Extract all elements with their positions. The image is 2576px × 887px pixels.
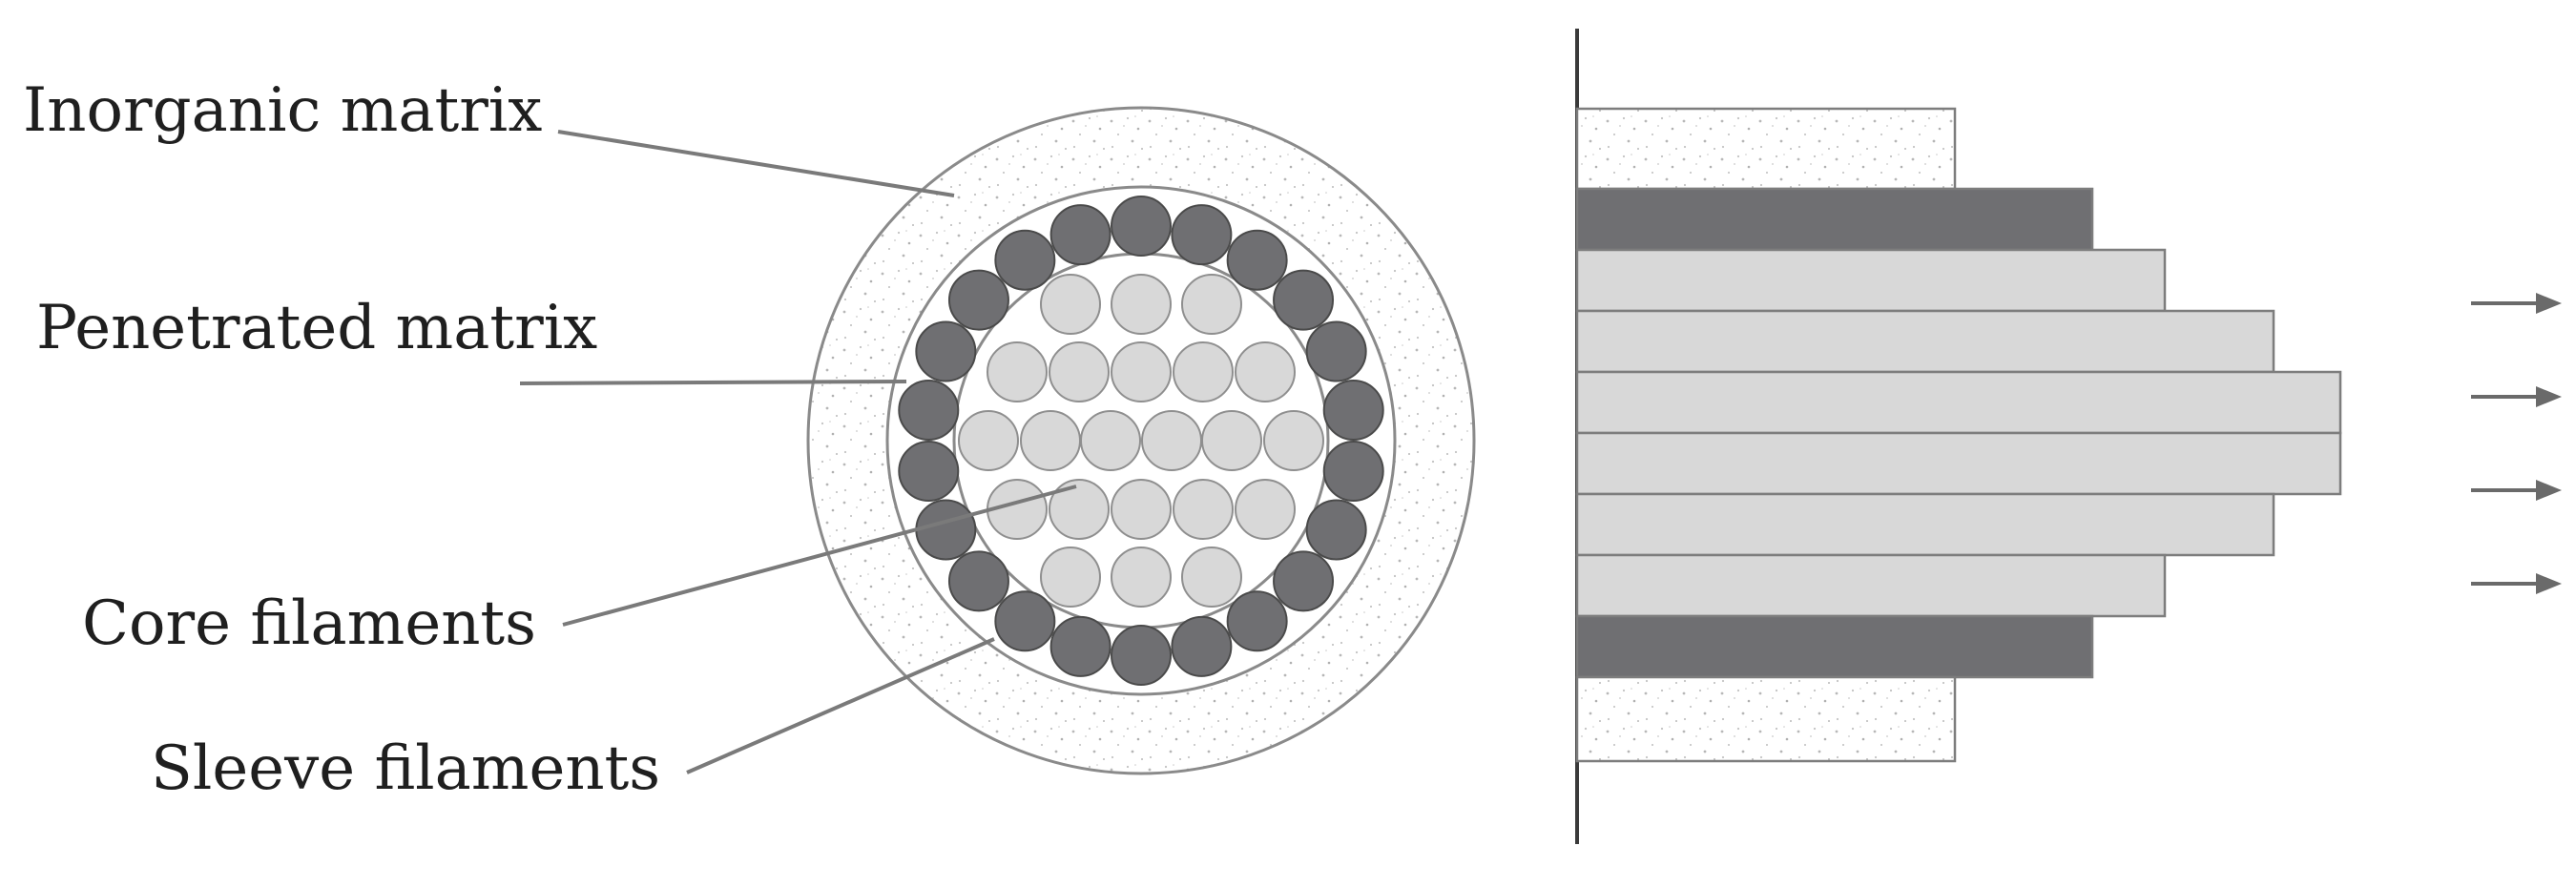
sleeve-filament — [1305, 320, 1367, 382]
sleeve-filament — [1226, 229, 1288, 291]
sleeve-filament — [1171, 615, 1233, 677]
sleeve-filament — [1273, 269, 1335, 331]
label-core-filaments: Core filaments — [82, 588, 536, 659]
core-filament — [1111, 479, 1172, 540]
leader-line-penetrated — [519, 380, 907, 385]
label-sleeve-filaments: Sleeve filaments — [151, 733, 661, 804]
leader-lines — [519, 130, 1077, 774]
core-filament-layer — [1575, 370, 2342, 435]
core-filament — [1181, 547, 1242, 608]
core-filament — [1201, 410, 1262, 471]
right-arrow-icon — [2471, 293, 2562, 314]
core-filament — [1173, 479, 1234, 540]
core-filament — [1040, 274, 1101, 335]
sleeve-filament — [1111, 625, 1172, 686]
right-arrow-icon — [2471, 480, 2562, 501]
sleeve-filament-layer — [1575, 187, 2094, 252]
core-filament — [1173, 341, 1234, 402]
sleeve-filament — [1322, 379, 1384, 441]
label-inorganic-matrix: Inorganic matrix — [23, 75, 543, 146]
core-filament — [1111, 547, 1172, 608]
longitudinal-view — [1575, 29, 2562, 844]
sleeve-filament — [1111, 196, 1172, 257]
core-filament — [1263, 410, 1324, 471]
sleeve-filament — [1049, 615, 1111, 677]
core-filaments — [958, 274, 1324, 608]
sleeve-filament — [898, 441, 960, 503]
sleeve-filament — [1171, 204, 1233, 266]
sleeve-filament — [1305, 499, 1367, 561]
sleeve-filament — [898, 379, 960, 441]
leader-line-inorganic — [557, 130, 955, 197]
core-filament-layer — [1575, 431, 2342, 496]
core-filament — [1111, 341, 1172, 402]
inorganic-matrix-layer — [1575, 107, 1957, 191]
core-filament — [1049, 479, 1110, 540]
core-filament — [1181, 274, 1242, 335]
leader-line-core — [562, 485, 1077, 627]
pull-direction-arrows — [2471, 293, 2562, 594]
core-filament — [1235, 479, 1296, 540]
core-filament — [1080, 410, 1141, 471]
sleeve-filament — [1322, 441, 1384, 503]
core-filament-layer — [1575, 553, 2167, 618]
right-arrow-icon — [2471, 573, 2562, 594]
sleeve-filaments — [898, 196, 1384, 686]
core-filament — [1141, 410, 1202, 471]
sleeve-filament — [994, 590, 1056, 652]
cross-section — [806, 106, 1476, 775]
core-filament — [1020, 410, 1081, 471]
core-filament — [1040, 547, 1101, 608]
core-filament-layer — [1575, 248, 2167, 313]
core-filament — [958, 410, 1019, 471]
sleeve-filament — [915, 499, 977, 561]
sleeve-filament — [994, 229, 1056, 291]
sleeve-filament — [947, 550, 1009, 612]
sleeve-filament — [947, 269, 1009, 331]
filament-layers — [1575, 107, 2342, 763]
core-filament — [1049, 341, 1110, 402]
inorganic-matrix-layer — [1575, 675, 1957, 763]
sleeve-filament-layer — [1575, 614, 2094, 679]
sleeve-filament — [1049, 204, 1111, 266]
sleeve-filament — [915, 320, 977, 382]
core-filament-layer — [1575, 492, 2275, 557]
sleeve-filament — [1273, 550, 1335, 612]
label-penetrated-matrix: Penetrated matrix — [36, 293, 598, 363]
leader-line-sleeve — [686, 637, 995, 774]
sleeve-filament — [1226, 590, 1288, 652]
core-filament — [987, 341, 1048, 402]
core-filament — [1111, 274, 1172, 335]
right-arrow-icon — [2471, 386, 2562, 407]
core-filament-layer — [1575, 309, 2275, 374]
core-filament — [1235, 341, 1296, 402]
